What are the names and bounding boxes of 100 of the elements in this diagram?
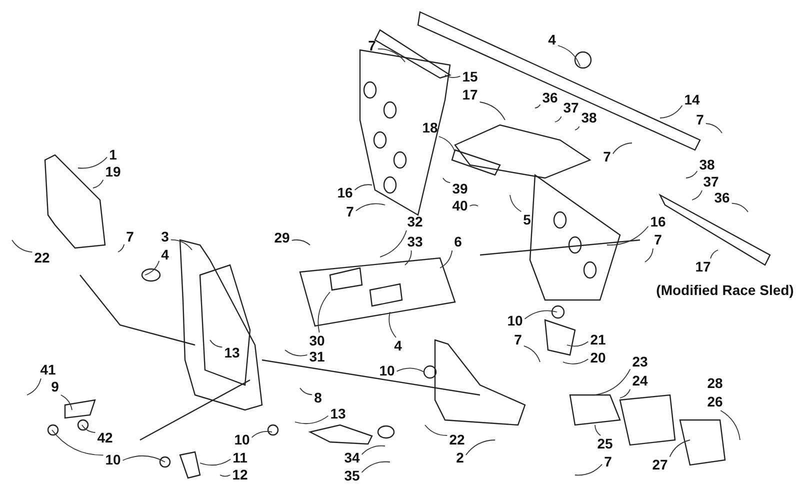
leader-line <box>440 250 453 268</box>
callout-number: 34 <box>343 450 361 466</box>
callout-number: 16 <box>336 186 354 200</box>
callout-number: 15 <box>461 70 479 84</box>
leader-line <box>620 388 631 398</box>
leader-line <box>200 458 232 466</box>
callout-number: 7 <box>345 204 355 220</box>
leader-line <box>557 45 580 66</box>
callout-number: 38 <box>580 110 598 126</box>
leader-line <box>294 415 329 424</box>
callout-number: 10 <box>378 364 396 378</box>
leader-line <box>396 368 424 372</box>
callout-number: 7 <box>653 232 663 248</box>
callout-number: 30 <box>308 334 326 348</box>
leader-line <box>594 368 631 396</box>
leader-line <box>686 170 698 178</box>
leader-line <box>524 310 558 320</box>
leader-line <box>438 136 456 152</box>
callout-number: 7 <box>695 112 705 128</box>
leader-line <box>606 226 649 246</box>
leader-line <box>300 388 313 396</box>
callout-number: 16 <box>649 214 667 230</box>
callout-number: 17 <box>461 88 479 102</box>
leader-line <box>705 123 722 134</box>
callout-number: 2 <box>455 450 465 466</box>
callout-number: 13 <box>329 406 347 422</box>
leader-line <box>554 116 562 122</box>
leader-line <box>523 345 540 362</box>
leader-line <box>644 248 654 262</box>
leader-line <box>210 340 223 348</box>
leader-line <box>692 190 702 200</box>
callout-number: 41 <box>39 362 57 378</box>
leader-line <box>355 203 386 212</box>
callout-number: 38 <box>698 158 716 172</box>
callout-number: 4 <box>547 32 557 48</box>
leader-line <box>92 179 104 188</box>
callout-number: 37 <box>702 174 720 190</box>
leader-line <box>444 74 461 78</box>
callout-number: 14 <box>683 92 701 108</box>
callout-number: 39 <box>451 182 469 196</box>
leader-line <box>78 156 108 169</box>
leader-line <box>469 204 478 206</box>
callout-number: 4 <box>160 248 170 262</box>
callout-number: 5 <box>522 212 532 228</box>
callout-number: 26 <box>706 394 724 410</box>
leader-line <box>144 260 160 276</box>
variant-note: (Modified Race Sled) <box>656 282 794 298</box>
leader-line <box>26 378 42 396</box>
leader-line <box>669 440 690 458</box>
leader-line <box>465 440 496 456</box>
callout-number: 28 <box>707 375 723 391</box>
callout-number: 29 <box>273 230 291 246</box>
leader-line <box>612 142 632 154</box>
callout-number: 20 <box>589 350 607 366</box>
leader-line <box>562 358 589 364</box>
callout-number: 12 <box>231 468 249 482</box>
leader-line <box>566 341 589 347</box>
callout-number: 7 <box>125 230 135 244</box>
leader-line <box>361 445 386 455</box>
leader-line <box>574 464 603 476</box>
leader-line <box>12 240 33 253</box>
leader-line <box>594 424 601 436</box>
callout-number: 35 <box>343 468 361 484</box>
callout-number: 10 <box>506 314 524 328</box>
callout-number: 18 <box>421 120 439 136</box>
callout-number: 40 <box>451 198 469 214</box>
callout-number: 23 <box>631 354 649 370</box>
leader-line <box>361 461 390 473</box>
callout-number: 22 <box>33 250 51 266</box>
callout-number: 13 <box>223 346 241 360</box>
leader-line <box>388 312 396 338</box>
callout-number: 7 <box>603 454 613 470</box>
callout-number: 21 <box>589 332 607 348</box>
leader-line <box>534 104 541 108</box>
leader-line <box>442 178 451 184</box>
leader-line <box>479 102 506 120</box>
leader-line <box>354 184 372 191</box>
leader-line <box>731 202 748 212</box>
leader-line <box>170 239 192 250</box>
callout-number: 31 <box>308 350 326 364</box>
leader-line <box>404 250 412 266</box>
callout-number: 19 <box>104 164 122 180</box>
callout-number: 11 <box>232 450 248 466</box>
callout-number: 25 <box>596 436 614 452</box>
leader-line <box>720 410 740 440</box>
callout-number: 7 <box>602 150 612 164</box>
leader-line <box>52 430 104 456</box>
leader-line <box>510 194 522 212</box>
callout-number: 17 <box>694 260 712 274</box>
callout-number: 22 <box>448 432 466 448</box>
leader-line <box>660 105 683 118</box>
callout-number: 37 <box>562 100 580 116</box>
callout-number: 36 <box>713 190 731 206</box>
callout-number: 9 <box>50 380 60 394</box>
leader-line <box>377 48 406 62</box>
leader-line <box>251 431 272 438</box>
leader-line <box>220 474 231 477</box>
callout-number: 7 <box>367 38 377 54</box>
leader-line <box>118 244 125 252</box>
leader-line <box>60 394 72 410</box>
